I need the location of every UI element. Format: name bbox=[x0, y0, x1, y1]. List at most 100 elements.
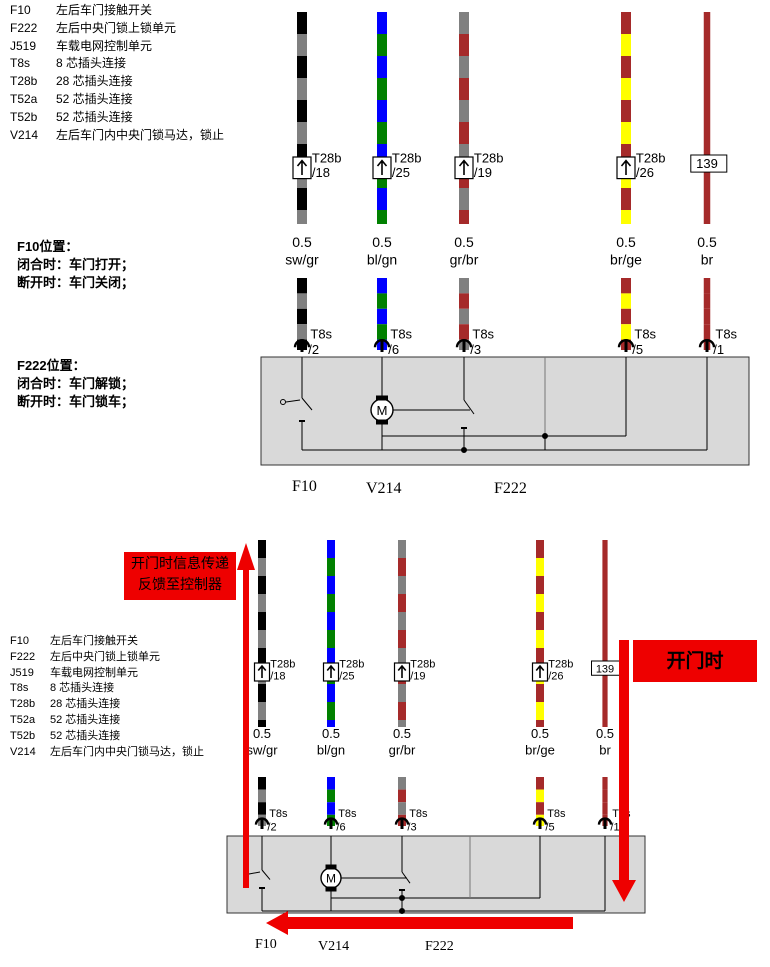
wire-segment bbox=[327, 802, 335, 815]
wire-gauge-label: 0.5 bbox=[596, 726, 614, 741]
wire-segment bbox=[459, 56, 469, 78]
wire-segment bbox=[621, 12, 631, 34]
wire-segment bbox=[258, 612, 266, 630]
plug-arc-icon bbox=[254, 817, 270, 825]
legend-desc: 左后车门内中央门锁马达，锁止 bbox=[56, 127, 225, 142]
top-connector-label: 139 bbox=[596, 663, 614, 675]
wire-color-label: br bbox=[599, 742, 611, 757]
connector-arrow-icon bbox=[296, 159, 308, 175]
wire-segment bbox=[398, 612, 406, 630]
wire-segment bbox=[258, 648, 266, 666]
upper-wire-w2 bbox=[377, 12, 387, 224]
wire-segment bbox=[621, 278, 631, 294]
plug-arc-icon bbox=[394, 817, 410, 825]
wire-segment bbox=[536, 802, 544, 815]
f222-position-note: F222位置： 闭合时：车门解锁； 断开时：车门锁车； bbox=[17, 357, 134, 411]
feedback-callout-line2: 反馈至控制器 bbox=[138, 577, 222, 593]
bottom-connector-label: T8s bbox=[472, 326, 494, 341]
top-pin-label: /26 bbox=[636, 165, 654, 180]
plug-arc-icon bbox=[293, 339, 311, 348]
upper-wire-w5 bbox=[703, 12, 711, 224]
wire-segment bbox=[621, 324, 631, 340]
wire-segment bbox=[377, 100, 387, 122]
wire-gauge-label: 0.5 bbox=[393, 726, 411, 741]
wire-segment bbox=[536, 684, 544, 702]
legend-code: F222 bbox=[10, 650, 36, 663]
bottom-connector-label: T8s bbox=[634, 326, 656, 341]
wire-segment bbox=[536, 540, 544, 558]
legend-code: T52b bbox=[10, 109, 38, 124]
plug-w2 bbox=[373, 339, 391, 352]
f10-actuator-line bbox=[285, 399, 301, 403]
wire-color-label: sw/gr bbox=[246, 742, 278, 757]
legend-desc: 28 芯插头连接 bbox=[56, 74, 133, 89]
legend-row: F222 左后中央门锁上锁单元 bbox=[10, 650, 204, 666]
wire-segment bbox=[703, 78, 711, 100]
f222-label: F222 bbox=[494, 480, 527, 497]
wire-color-label: bl/gn bbox=[317, 742, 345, 757]
wire-segment bbox=[297, 188, 307, 210]
wire-gauge-label: 0.5 bbox=[531, 726, 549, 741]
legend-desc: 左后中央门锁上锁单元 bbox=[50, 650, 160, 663]
wire-segment bbox=[703, 100, 711, 122]
wire-segment bbox=[327, 630, 335, 648]
wire-gauge-label: 0.5 bbox=[372, 234, 392, 250]
wire-segment bbox=[536, 789, 544, 803]
upper-wire-w5 bbox=[602, 540, 608, 727]
wire-segment bbox=[258, 540, 266, 558]
legend-code: T8s bbox=[10, 56, 31, 71]
wire-segment bbox=[327, 648, 335, 666]
plug-w4 bbox=[617, 339, 635, 352]
plug-w5 bbox=[597, 817, 613, 829]
connector-arrow-icon bbox=[535, 664, 545, 678]
plug-pin bbox=[624, 341, 628, 352]
legend-code: J519 bbox=[10, 666, 34, 679]
connector-top-w2 bbox=[372, 156, 392, 180]
top-pin-label: /25 bbox=[339, 671, 354, 683]
f10-label: F10 bbox=[255, 937, 277, 952]
legend-desc: 左后车门内中央门锁马达，锁止 bbox=[50, 745, 204, 758]
wire-segment bbox=[297, 78, 307, 100]
wire-segment bbox=[327, 558, 335, 576]
motor-brush-bottom bbox=[376, 419, 388, 425]
wire-segment bbox=[459, 293, 469, 309]
f10-actuator-line bbox=[248, 871, 261, 875]
wire-segment bbox=[602, 594, 608, 612]
wire-segment bbox=[297, 324, 307, 340]
bottom-pin-label: /1 bbox=[610, 821, 619, 833]
top-connector-label: T28b bbox=[548, 659, 573, 671]
bottom-connector-label: T8s bbox=[547, 808, 566, 820]
wire-color-label: gr/br bbox=[389, 742, 416, 757]
legend-desc: 8 芯插头连接 bbox=[56, 56, 127, 71]
wire-segment bbox=[377, 12, 387, 34]
legend-code: V214 bbox=[10, 127, 39, 142]
plug-arc-icon bbox=[597, 817, 613, 825]
connector-top-w1 bbox=[253, 662, 271, 682]
feedback-callout-line1: 开门时信息传递 bbox=[131, 556, 229, 572]
wire-segment bbox=[327, 612, 335, 630]
wire-segment bbox=[258, 789, 266, 803]
wire-segment bbox=[377, 34, 387, 56]
connector-arrow-icon bbox=[397, 664, 407, 678]
legend-desc: 52 芯插头连接 bbox=[56, 109, 133, 124]
wire-color-label: gr/br bbox=[450, 252, 479, 268]
top-connector-label: T28b bbox=[474, 150, 504, 165]
plug-pin bbox=[400, 819, 404, 829]
junction-dot bbox=[461, 447, 467, 453]
legend-row: T8s 8 芯插头连接 bbox=[10, 55, 224, 73]
wire-segment bbox=[327, 576, 335, 594]
wire-segment bbox=[602, 576, 608, 594]
f222-note-closed: 闭合时：车门解锁； bbox=[17, 376, 135, 391]
wire-segment bbox=[297, 278, 307, 294]
wire-segment bbox=[621, 100, 631, 122]
legend-desc: 52 芯插头连接 bbox=[50, 713, 121, 726]
top-connector-label: T28b bbox=[392, 150, 422, 165]
bottom-pin-label: /6 bbox=[336, 821, 345, 833]
wire-segment bbox=[297, 308, 307, 325]
plug-pin bbox=[705, 341, 709, 352]
f10-actuator-icon bbox=[280, 399, 286, 405]
legend-code: T8s bbox=[10, 682, 29, 695]
bottom-connector-label: T8s bbox=[338, 808, 357, 820]
